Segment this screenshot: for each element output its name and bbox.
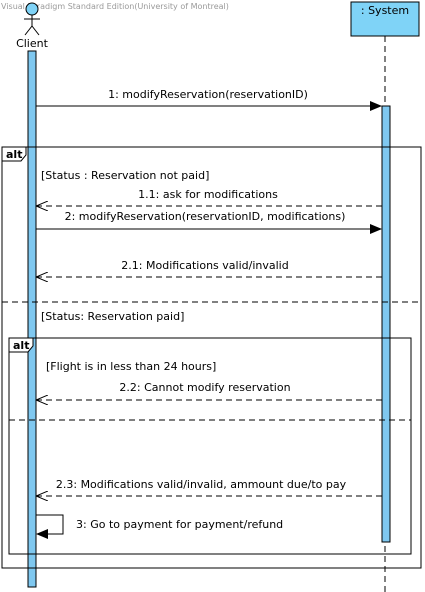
watermark: Visual Paradigm Standard Edition(Univers… [1, 2, 229, 11]
message-2-label: 2: modifyReservation(reservationID, modi… [65, 210, 346, 223]
message-3-arrow[interactable] [36, 514, 64, 539]
outer-alt-label: alt [6, 148, 22, 161]
inner-alt-frame [8, 337, 412, 555]
outer-alt-frame [1, 146, 422, 569]
client-lifeline-name: Client [16, 37, 49, 50]
outer-alt-guard-2: [Status: Reservation paid] [41, 310, 184, 323]
client-activation-bar[interactable] [27, 50, 37, 588]
message-2-3-label: 2.3: Modifications valid/invalid, ammoun… [56, 478, 347, 491]
message-1-label: 1: modifyReservation(reservationID) [108, 88, 308, 101]
system-activation-bar[interactable] [381, 105, 391, 543]
message-3-label: 3: Go to payment for payment/refund [76, 518, 283, 531]
client-actor-icon[interactable] [24, 2, 40, 36]
outer-alt-tab [1, 146, 27, 162]
outer-alt-guard-1: [Status : Reservation not paid] [41, 169, 209, 182]
inner-alt-label: alt [13, 339, 29, 352]
system-lifeline-name: : System [361, 4, 409, 17]
message-2-2-label: 2.2: Cannot modify reservation [119, 381, 290, 394]
inner-alt-guard-1: [Flight is in less than 24 hours] [46, 360, 216, 373]
inner-alt-tab [8, 337, 34, 353]
message-1-1-label: 1.1: ask for modifications [138, 188, 278, 201]
system-lifeline-header[interactable] [350, 1, 420, 37]
message-2-1-label: 2.1: Modifications valid/invalid [121, 259, 288, 272]
